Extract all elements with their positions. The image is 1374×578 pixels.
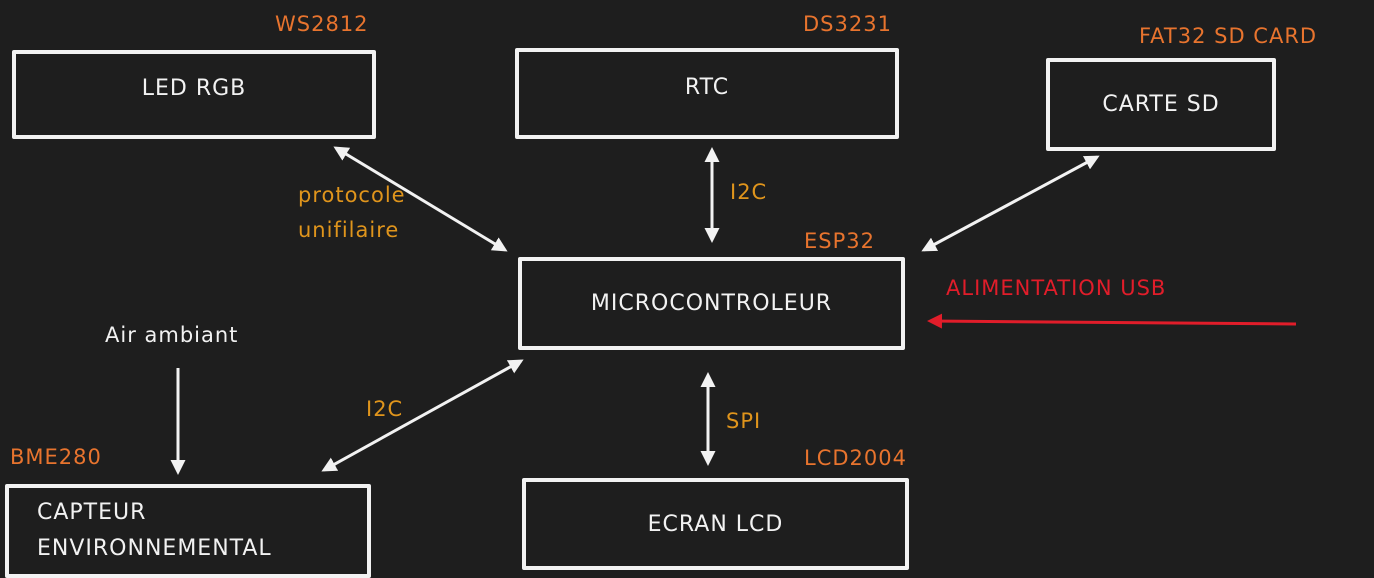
led-rgb-label: LED RGB (141, 76, 247, 101)
mcu-chip-label: ESP32 (804, 229, 875, 253)
sd-card-label: CARTE SD (1102, 92, 1220, 117)
arrow-sensor-mcu (321, 359, 524, 472)
led-rgb-block: LED RGB (12, 50, 376, 139)
microcontroller-block: MICROCONTROLEUR (518, 257, 905, 350)
arrow-led-mcu (333, 146, 508, 252)
rtc-block: RTC (515, 48, 899, 139)
lcd-label: ECRAN LCD (647, 511, 784, 537)
sensor-protocol-label: I2C (366, 397, 404, 421)
microcontroller-label: MICROCONTROLEUR (590, 291, 833, 316)
lcd-block: ECRAN LCD (522, 478, 909, 570)
sensor-chip-label: BME280 (10, 445, 102, 469)
rtc-protocol-label: I2C (730, 180, 768, 204)
air-label: Air ambiant (105, 323, 239, 347)
led-chip-label: WS2812 (275, 12, 369, 36)
lcd-protocol-label: SPI (726, 409, 762, 433)
lcd-chip-label: LCD2004 (804, 446, 907, 470)
led-protocol-label: protocole unifilaire (298, 183, 406, 242)
arrow-sd-mcu (921, 155, 1100, 252)
sd-chip-label: FAT32 SD CARD (1139, 24, 1318, 48)
sensor-label: CAPTEUR ENVIRONNEMENTAL (37, 500, 272, 561)
rtc-chip-label: DS3231 (803, 12, 892, 36)
rtc-label: RTC (684, 75, 730, 100)
power-label: ALIMENTATION USB (946, 276, 1167, 300)
sensor-block: CAPTEUR ENVIRONNEMENTAL (5, 484, 371, 578)
arrow-power-mcu (927, 313, 1297, 329)
sd-card-block: CARTE SD (1046, 58, 1276, 151)
